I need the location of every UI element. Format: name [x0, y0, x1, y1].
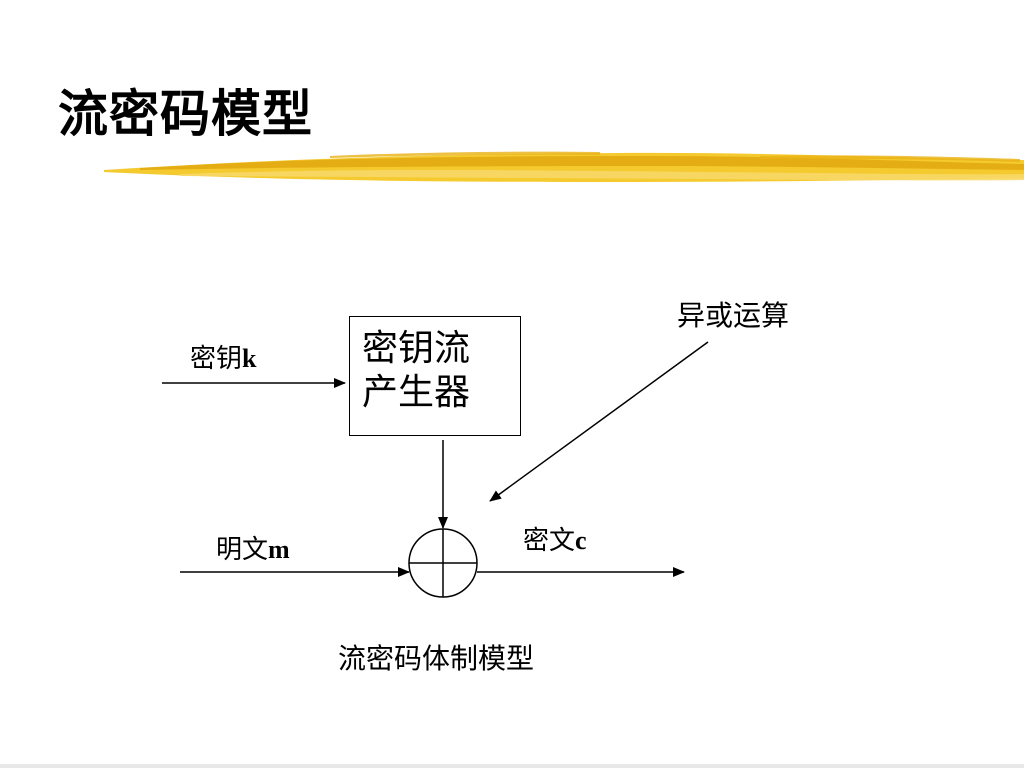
xor-pointer-arrow — [489, 341, 709, 502]
generator-label-line2: 产生器 — [362, 372, 471, 413]
brush-stroke-divider — [104, 151, 1024, 182]
xor-circle-plus-icon — [408, 528, 478, 598]
generator-label-line1: 密钥流 — [362, 328, 471, 369]
diagram-caption: 流密码体制模型 — [338, 642, 535, 675]
xor-operation-label: 异或运算 — [677, 299, 790, 332]
ciphertext-label-text: 密文 — [523, 526, 576, 556]
bottom-rule — [0, 764, 1024, 768]
keystream-generator-box: 密钥流 产生器 — [349, 316, 521, 436]
ciphertext-variable: c — [575, 526, 587, 555]
plaintext-label: 明文m — [216, 534, 290, 566]
key-label-text: 密钥 — [190, 344, 243, 374]
key-label: 密钥k — [190, 343, 256, 375]
key-variable: k — [242, 344, 257, 373]
slide-title: 流密码模型 — [58, 84, 313, 143]
ciphertext-label: 密文c — [523, 525, 587, 557]
plaintext-label-text: 明文 — [216, 535, 269, 565]
plaintext-variable: m — [268, 535, 290, 564]
